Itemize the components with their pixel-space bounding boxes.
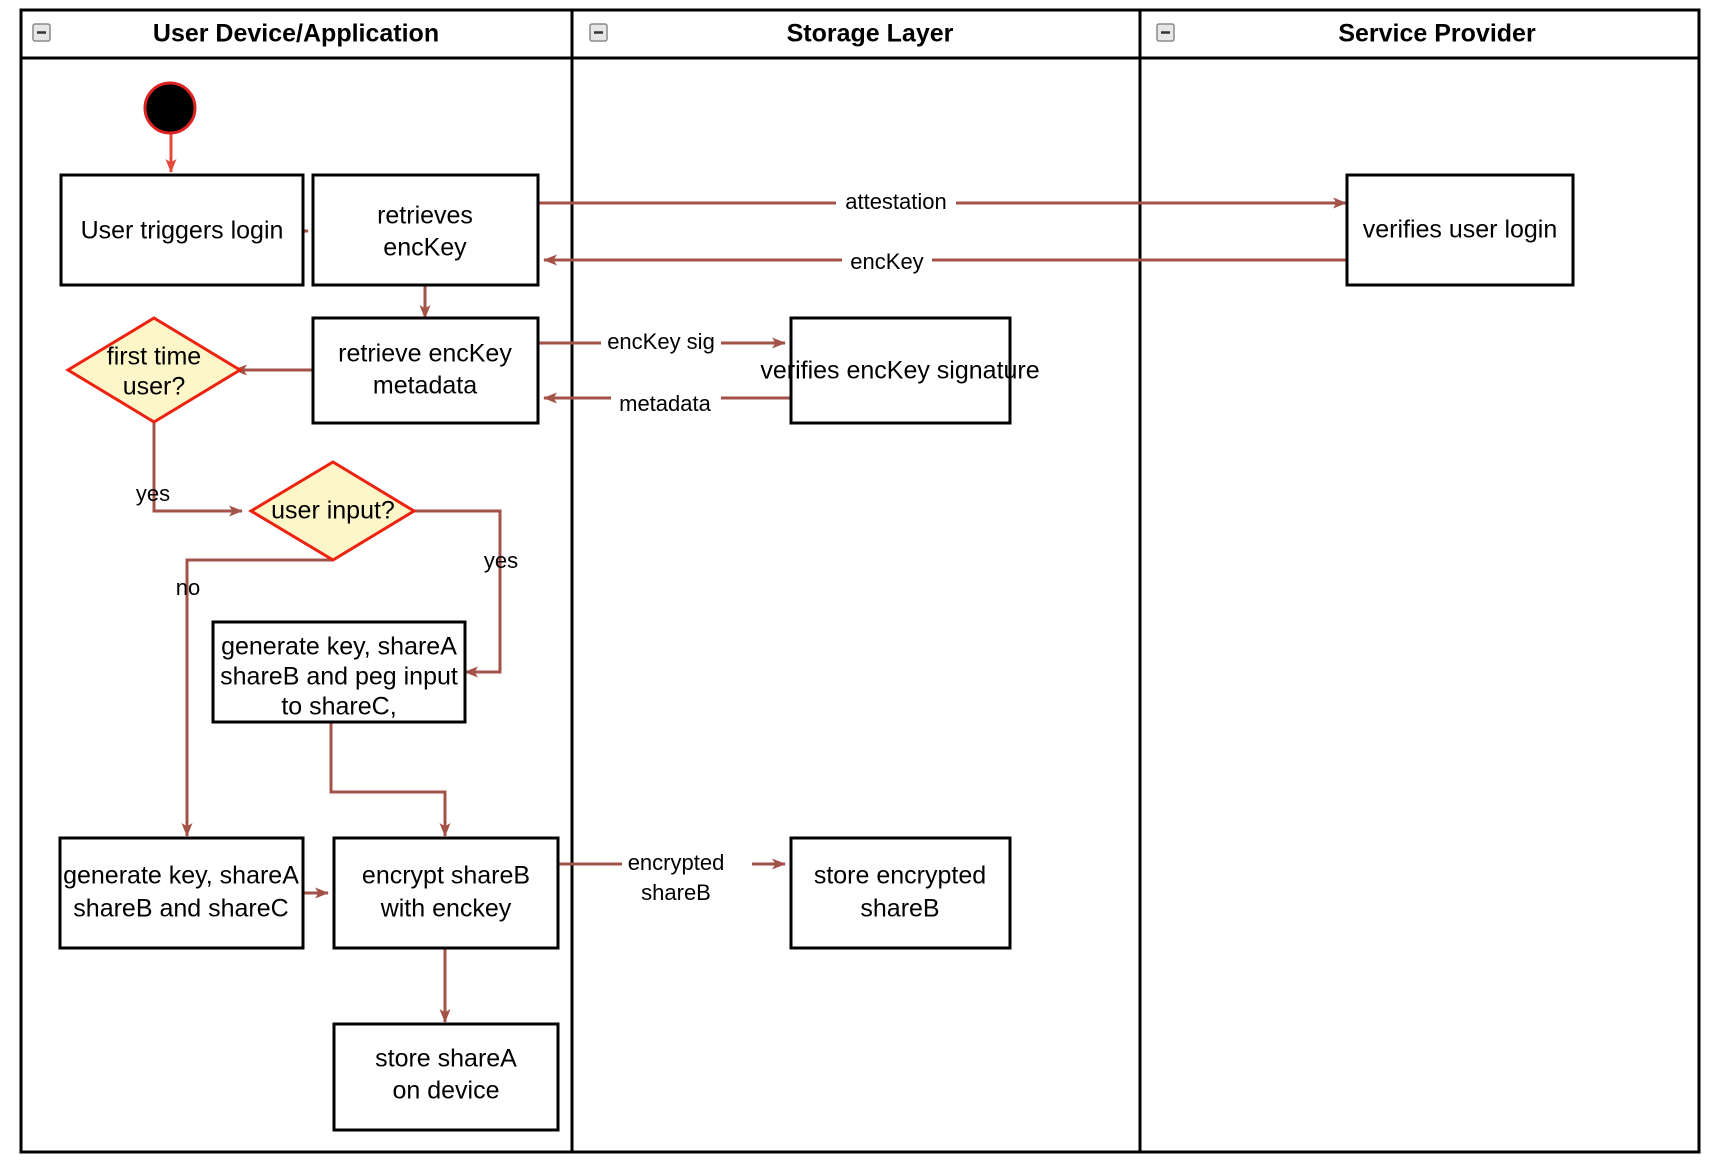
node-label-line2: metadata (373, 372, 477, 400)
node-first-time-user-decision[interactable]: first time user? (65, 316, 243, 424)
node-retrieve-enckey-metadata[interactable]: retrieve encKey metadata (311, 316, 540, 425)
node-label-line2: with enckey (380, 895, 512, 923)
node-label-line3: to shareC, (281, 693, 396, 721)
svg-text:encKey sig: encKey sig (607, 329, 715, 354)
lane-header-service-provider[interactable]: Service Provider (1156, 20, 1536, 48)
node-label-line2: encKey (383, 234, 467, 262)
edge-label-enckey: encKey (842, 249, 932, 274)
initial-node[interactable] (143, 81, 197, 135)
node-label: user input? (271, 497, 395, 525)
node-encrypt-shareb[interactable]: encrypt shareB with enckey (332, 836, 560, 950)
lane-title-user-device: User Device/Application (153, 20, 439, 48)
node-generate-key-sharec[interactable]: generate key, shareA shareB and shareC (58, 836, 305, 950)
node-retrieves-enckey[interactable]: retrieves encKey (311, 173, 540, 287)
node-label-line1: retrieve encKey (338, 340, 512, 368)
node-label-line1: encrypt shareB (362, 862, 530, 890)
svg-text:encrypted: encrypted (628, 850, 725, 875)
node-user-input-decision[interactable]: user input? (248, 460, 417, 562)
edge-label-enckey-sig: encKey sig (601, 329, 721, 355)
edge-peg-to-encrypt (329, 722, 451, 837)
edge-userinput-no (181, 558, 333, 837)
node-label-line2: shareB and peg input (220, 663, 458, 691)
node-label-line1: first time (107, 343, 201, 371)
lane-header-user-device[interactable]: User Device/Application (32, 20, 439, 48)
collapse-minus-icon[interactable] (1156, 23, 1175, 42)
edge-label-encrypted-shareb: encrypted shareB (622, 850, 752, 905)
node-verifies-enckey-signature[interactable]: verifies encKey signature (760, 316, 1040, 425)
svg-text:metadata: metadata (619, 391, 711, 416)
node-store-sharea-on-device[interactable]: store shareA on device (332, 1022, 560, 1132)
svg-text:shareB: shareB (641, 880, 711, 905)
node-label-line2: user? (123, 373, 186, 401)
edge-label-metadata: metadata (611, 391, 721, 416)
node-label-line2: shareB (860, 895, 939, 923)
svg-text:attestation: attestation (845, 189, 947, 214)
node-label-line1: generate key, shareA (221, 633, 457, 661)
node-label-line2: on device (392, 1077, 499, 1105)
edge-userinput-yes (414, 509, 502, 678)
collapse-minus-icon[interactable] (32, 23, 51, 42)
node-label-line1: store encrypted (814, 862, 986, 890)
svg-text:yes: yes (484, 548, 518, 573)
edge-labels: attestation encKey encKey sig metadata y… (136, 189, 956, 905)
collapse-minus-icon[interactable] (589, 23, 608, 42)
lane-title-storage-layer: Storage Layer (787, 20, 954, 48)
node-label: verifies user login (1363, 216, 1558, 244)
edge-label-yes-first-time: yes (136, 481, 170, 506)
svg-text:no: no (176, 575, 200, 600)
edge-label-no-user-input: no (176, 575, 200, 600)
node-verifies-user-login[interactable]: verifies user login (1345, 173, 1575, 287)
node-label-line1: generate key, shareA (63, 862, 299, 890)
node-label: User triggers login (81, 217, 284, 245)
edge-firsttime-yes-to-userinput (152, 412, 243, 517)
svg-text:yes: yes (136, 481, 170, 506)
svg-text:encKey: encKey (850, 249, 923, 274)
node-user-triggers-login[interactable]: User triggers login (59, 173, 305, 287)
edge-label-yes-user-input: yes (484, 548, 518, 573)
edge-label-attestation: attestation (836, 189, 956, 215)
node-label-line1: retrieves (377, 202, 473, 230)
node-generate-key-peg-input[interactable]: generate key, shareA shareB and peg inpu… (211, 620, 467, 724)
node-label: verifies encKey signature (760, 357, 1039, 385)
node-label-line2: shareB and shareC (73, 895, 288, 923)
lane-title-service-provider: Service Provider (1338, 20, 1536, 48)
node-label-line1: store shareA (375, 1045, 517, 1073)
lane-header-storage-layer[interactable]: Storage Layer (589, 20, 954, 48)
node-store-encrypted-shareb[interactable]: store encrypted shareB (789, 836, 1012, 950)
